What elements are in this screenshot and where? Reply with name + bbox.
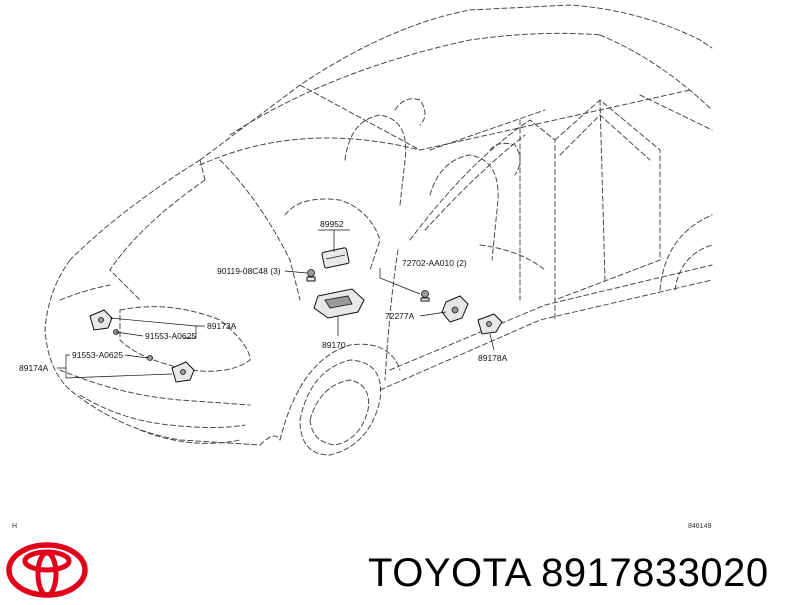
part-72702-bolt [420,290,430,302]
drawing-number: 846149 [688,523,711,530]
part-89174A [147,355,195,383]
label-89173A: 89173A [207,321,237,331]
part-number-caption: TOYOTA 8917833020 [368,551,769,595]
part-89178A [477,313,503,335]
car-outline [44,4,713,456]
part-72277A [441,295,469,323]
part-89952 [321,247,350,269]
part-89170 [313,288,365,319]
label-89174A: 89174A [19,363,49,373]
label-91553-lower: 91553-A0625 [72,350,123,360]
toyota-logo-icon [6,542,88,598]
label-89178A: 89178A [478,353,508,363]
leader-lines [57,229,495,379]
part-90119-bolt [306,269,316,282]
label-90119: 90119-08C48 (3) [217,266,281,276]
callout-labels: 89952 90119-08C48 (3) 72702-AA010 (2) 72… [19,219,508,373]
label-89170: 89170 [322,340,346,350]
label-72702: 72702-AA010 (2) [402,258,467,268]
label-91553-upper: 91553-A0625 [145,331,196,341]
label-72277A: 72277A [385,311,415,321]
part-89173A [89,309,119,335]
corner-mark: H [12,523,17,530]
label-89952: 89952 [320,219,344,229]
